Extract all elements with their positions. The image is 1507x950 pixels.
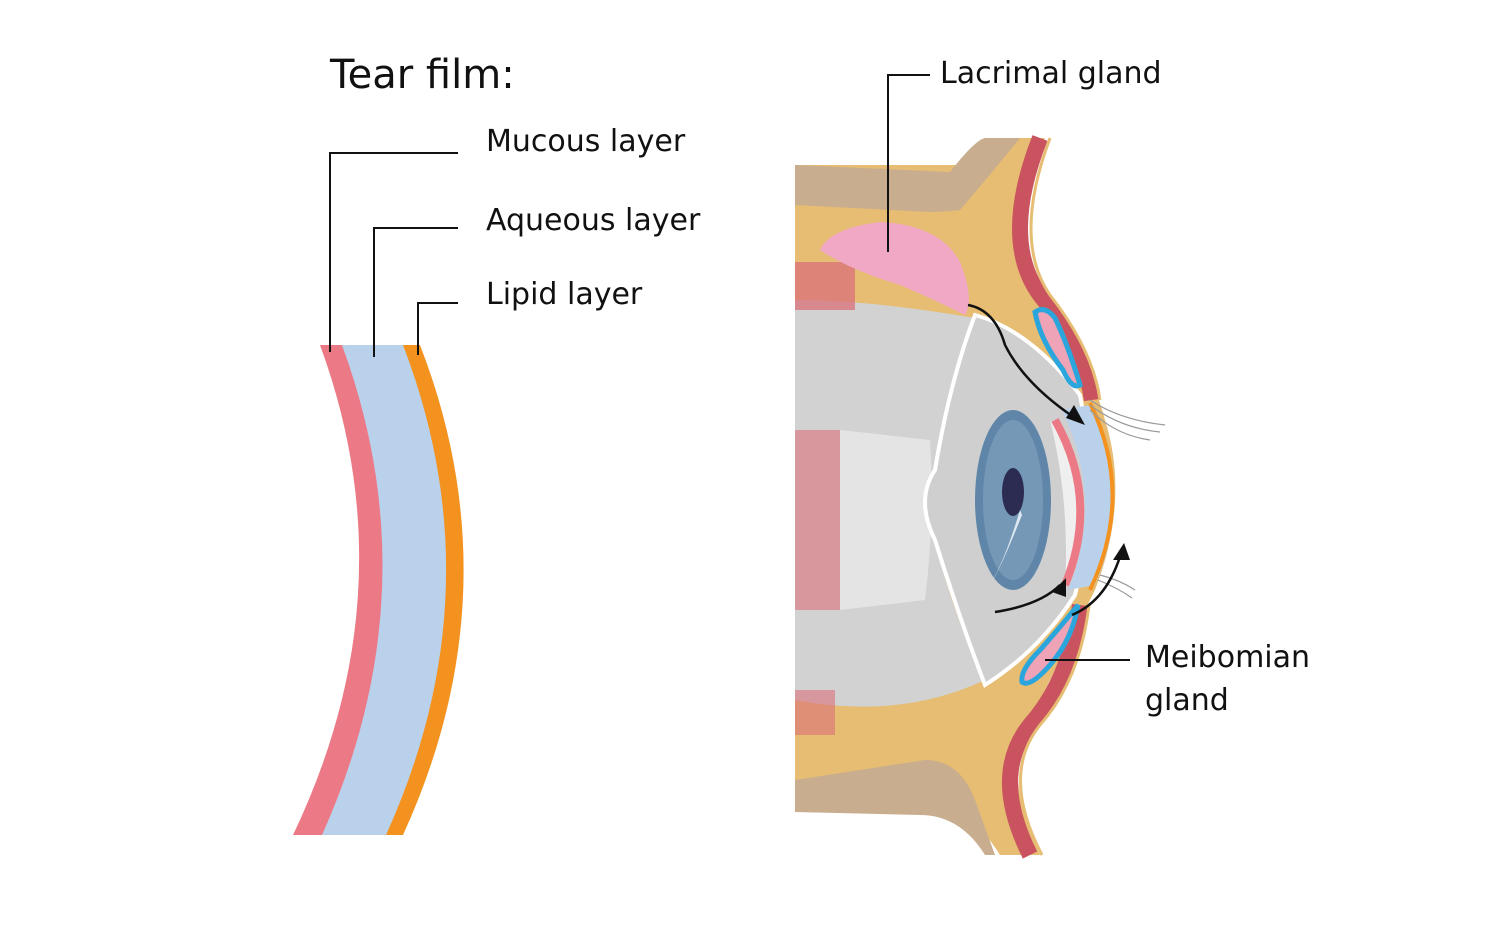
label-lacrimal-gland: Lacrimal gland [940,56,1162,91]
lacrimal-leader-line [887,74,930,252]
eyelid-skin-upper [1012,135,1100,402]
meibomian-gland-upper [1032,307,1083,389]
arrow-lacrimal-to-eye [967,303,1079,422]
eye-cross-section [795,74,1166,859]
lipid-leader-line [417,302,458,355]
eye-lipid-layer [1088,402,1115,591]
label-meibomian-line1: Meibomian [1145,640,1311,675]
meibomian-gland-lower [1019,603,1081,686]
inferior-rectus-muscle [795,690,835,735]
label-aqueous-layer: Aqueous layer [486,203,701,238]
mucous-leader-line [329,152,458,352]
lipid-layer-shape [386,345,464,835]
bone-top [795,138,1020,212]
lateral-rectus-muscle [795,430,840,610]
label-mucous-layer: Mucous layer [486,124,686,159]
eyelashes-lower [1097,574,1136,599]
bone-bottom [795,760,995,855]
tear-film-band [293,345,464,835]
cornea-highlight [1050,420,1080,590]
label-lipid-layer: Lipid layer [486,277,643,312]
skin-fat-line-lower [1019,604,1091,856]
eyelid-skin-lower [1002,603,1088,859]
skin-fat-line-upper [1029,137,1102,401]
label-meibomian-line2: gland [1145,683,1229,718]
eye-mucous-layer [1051,418,1085,587]
iris-reflection [990,510,1022,585]
mucous-layer-shape [293,345,383,835]
aqueous-leader-line [373,227,458,357]
superior-rectus-muscle [795,262,855,310]
eyelashes-upper [1089,399,1166,441]
arrow-heads [1052,405,1130,597]
tear-film-title: Tear film: [330,52,515,98]
pupil [1002,468,1024,516]
eye-aqueous-layer [1062,405,1114,590]
muscle-band [840,430,932,610]
lacrimal-gland-shape [820,222,969,315]
tear-film-leader-lines [329,152,458,357]
